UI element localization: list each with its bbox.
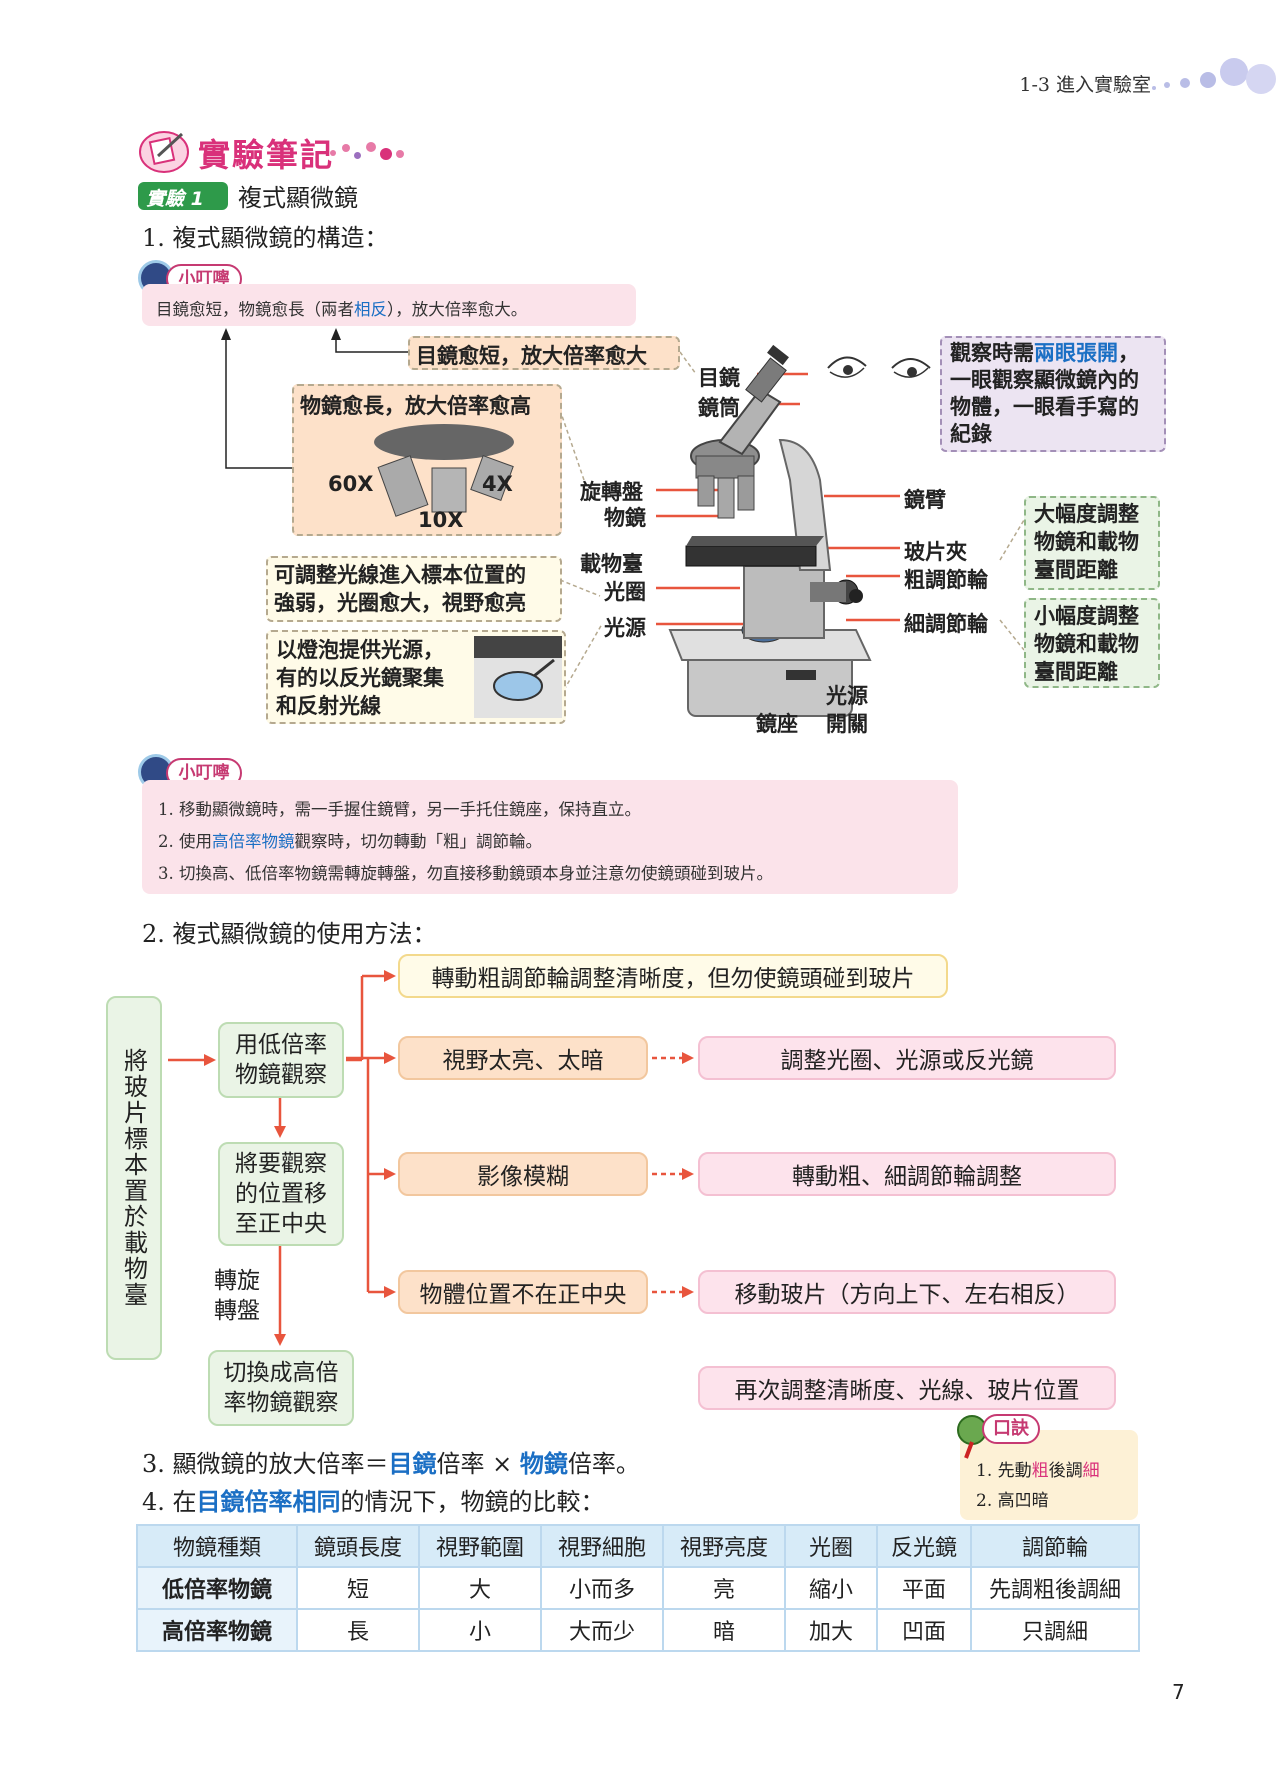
table-header: 反光鏡 [876, 1524, 972, 1568]
objective-comparison-table: 物鏡種類 鏡頭長度 視野範圍 視野細胞 視野亮度 光圈 反光鏡 調節輪 低倍率物… [136, 1524, 1140, 1652]
label-stage: 載物臺 [580, 552, 643, 576]
flow-step-high-power: 切換成高倍率物鏡觀察 [208, 1350, 354, 1426]
flow-start: 將玻片標本置於載物臺 [106, 996, 162, 1360]
tip-note-2: 1. 移動顯微鏡時，需一手握住鏡臂，另一手托住鏡座，保持直立。 2. 使用高倍率… [142, 780, 958, 894]
fine-adjust-note: 小幅度調整物鏡和載物臺間距離 [1024, 598, 1160, 688]
eyepiece-note: 目鏡愈短，放大倍率愈大 [408, 336, 680, 370]
table-cell: 先調粗後調細 [970, 1566, 1140, 1610]
table-cell: 平面 [876, 1566, 972, 1610]
flow-result-brightness: 調整光圈、光源或反光鏡 [698, 1036, 1116, 1080]
table-cell: 凹面 [876, 1608, 972, 1652]
label-tube: 鏡筒 [698, 396, 740, 420]
table-cell: 只調細 [970, 1608, 1140, 1652]
flow-result-blurry: 轉動粗、細調節輪調整 [698, 1152, 1116, 1196]
mnemonic-icon: 口訣 [952, 1412, 1042, 1459]
table-cell: 加大 [784, 1608, 878, 1652]
page-number: 7 [1172, 1680, 1185, 1704]
item-3-formula: 3. 顯微鏡的放大倍率＝目鏡倍率 × 物鏡倍率。 [142, 1449, 640, 1478]
diaphragm-note: 可調整光線進入標本位置的強弱，光圈愈大，視野愈亮 [266, 556, 562, 622]
table-cell: 暗 [662, 1608, 786, 1652]
flow-result-position: 移動玻片（方向上下、左右相反） [698, 1270, 1116, 1314]
label-arm: 鏡臂 [904, 488, 946, 512]
flow-step-low-power: 用低倍率物鏡觀察 [218, 1022, 344, 1098]
label-switch-2: 開關 [826, 712, 868, 736]
flow-condition-position: 物體位置不在正中央 [398, 1270, 648, 1314]
flow-connectors [168, 970, 694, 1346]
item-1-heading: 1. 複式顯微鏡的構造： [142, 224, 389, 252]
table-row: 高倍率物鏡 長 小 大而少 暗 加大 凹面 只調細 [136, 1608, 1140, 1652]
objective-lenses-illustration [374, 424, 514, 517]
table-cell: 大 [418, 1566, 542, 1610]
coarse-adjust-note: 大幅度調整物鏡和載物臺間距離 [1024, 496, 1160, 590]
mirror-illustration [474, 636, 562, 718]
notebook-icon [138, 128, 190, 174]
tip-note-1: 目鏡愈短，物鏡愈長（兩者相反），放大倍率愈大。 [142, 284, 636, 326]
table-cell: 小而多 [540, 1566, 664, 1610]
title-decoration [330, 140, 410, 162]
table-header: 視野細胞 [540, 1524, 664, 1568]
item-2-heading: 2. 複式顯微鏡的使用方法： [142, 920, 437, 948]
table-header: 調節輪 [970, 1524, 1140, 1568]
flow-rotate-label: 轉旋轉盤 [214, 1268, 260, 1324]
flow-condition-brightness: 視野太亮、太暗 [398, 1036, 648, 1080]
label-switch-1: 光源 [826, 684, 868, 708]
table-cell: 縮小 [784, 1566, 878, 1610]
experiment-badge: 實驗 1 [138, 182, 228, 210]
mag-4x-label: 4X [482, 472, 513, 496]
eye-icon [827, 356, 931, 378]
flow-condition-blurry: 影像模糊 [398, 1152, 648, 1196]
mag-60x-label: 60X [328, 472, 374, 496]
table-row: 低倍率物鏡 短 大 小而多 亮 縮小 平面 先調粗後調細 [136, 1566, 1140, 1610]
label-objective: 物鏡 [604, 506, 646, 530]
table-cell: 小 [418, 1608, 542, 1652]
table-cell: 高倍率物鏡 [136, 1608, 298, 1652]
label-eyepiece: 目鏡 [698, 366, 740, 390]
microscope-illustration [668, 344, 872, 717]
label-light: 光源 [604, 616, 646, 640]
mnemonic-box: 1. 先動粗後調細 2. 高凹暗 [960, 1430, 1138, 1520]
table-header: 鏡頭長度 [296, 1524, 420, 1568]
item-4-heading: 4. 在目鏡倍率相同的情況下，物鏡的比較： [142, 1487, 605, 1516]
table-header: 光圈 [784, 1524, 878, 1568]
header-decoration [1150, 58, 1276, 98]
objective-note-box: 物鏡愈長，放大倍率愈高 60X 4X 10X [292, 384, 562, 536]
flow-branch-coarse: 轉動粗調節輪調整清晰度，但勿使鏡頭碰到玻片 [398, 954, 948, 998]
table-header: 物鏡種類 [136, 1524, 298, 1568]
table-header: 視野範圍 [418, 1524, 542, 1568]
light-source-note: 以燈泡提供光源，有的以反光鏡聚集和反射光線 [266, 630, 566, 724]
label-fine-knob: 細調節輪 [904, 612, 988, 636]
label-clip: 玻片夾 [904, 540, 967, 564]
table-cell: 亮 [662, 1566, 786, 1610]
flow-step-center: 將要觀察的位置移至正中央 [218, 1142, 344, 1246]
table-header: 視野亮度 [662, 1524, 786, 1568]
table-cell: 大而少 [540, 1608, 664, 1652]
table-cell: 長 [296, 1608, 420, 1652]
mag-10x-label: 10X [418, 508, 464, 532]
flow-result-readjust: 再次調整清晰度、光線、玻片位置 [698, 1366, 1116, 1410]
experiment-title: 複式顯微鏡 [238, 184, 358, 212]
label-base: 鏡座 [756, 712, 798, 736]
eye-note: 觀察時需兩眼張開， 一眼觀察顯微鏡內的物體，一眼看手寫的紀錄 [940, 336, 1166, 452]
table-cell: 短 [296, 1566, 420, 1610]
table-cell: 低倍率物鏡 [136, 1566, 298, 1610]
label-nosepiece: 旋轉盤 [580, 480, 643, 504]
objective-note: 物鏡愈長，放大倍率愈高 [300, 394, 531, 418]
chapter-header: 1-3 進入實驗室 [1019, 74, 1151, 96]
label-coarse-knob: 粗調節輪 [904, 568, 988, 592]
table-header-row: 物鏡種類 鏡頭長度 視野範圍 視野細胞 視野亮度 光圈 反光鏡 調節輪 [136, 1524, 1140, 1568]
label-diaphragm: 光圈 [604, 580, 646, 604]
section-title: 實驗筆記 [198, 136, 335, 174]
